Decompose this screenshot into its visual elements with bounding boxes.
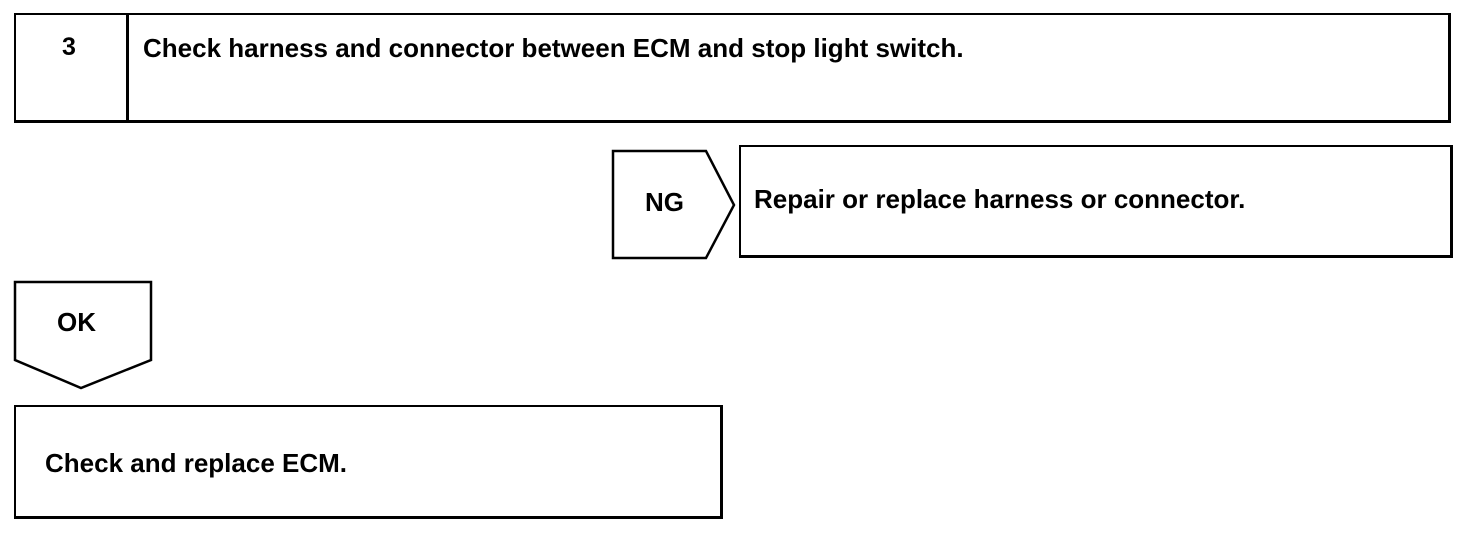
step-number-divider xyxy=(126,13,129,123)
step-number: 3 xyxy=(62,33,76,61)
step-box xyxy=(14,13,1451,123)
ng-action-box xyxy=(739,145,1453,258)
ok-action-text: Check and replace ECM. xyxy=(45,448,347,478)
step-title: Check harness and connector between ECM … xyxy=(143,33,964,63)
ok-arrow-tag xyxy=(13,280,153,390)
ng-action-text: Repair or replace harness or connector. xyxy=(754,184,1246,214)
ok-label: OK xyxy=(57,307,96,337)
ng-arrow-tag xyxy=(611,149,736,260)
ng-label: NG xyxy=(645,187,684,217)
ok-action-box xyxy=(14,405,723,519)
